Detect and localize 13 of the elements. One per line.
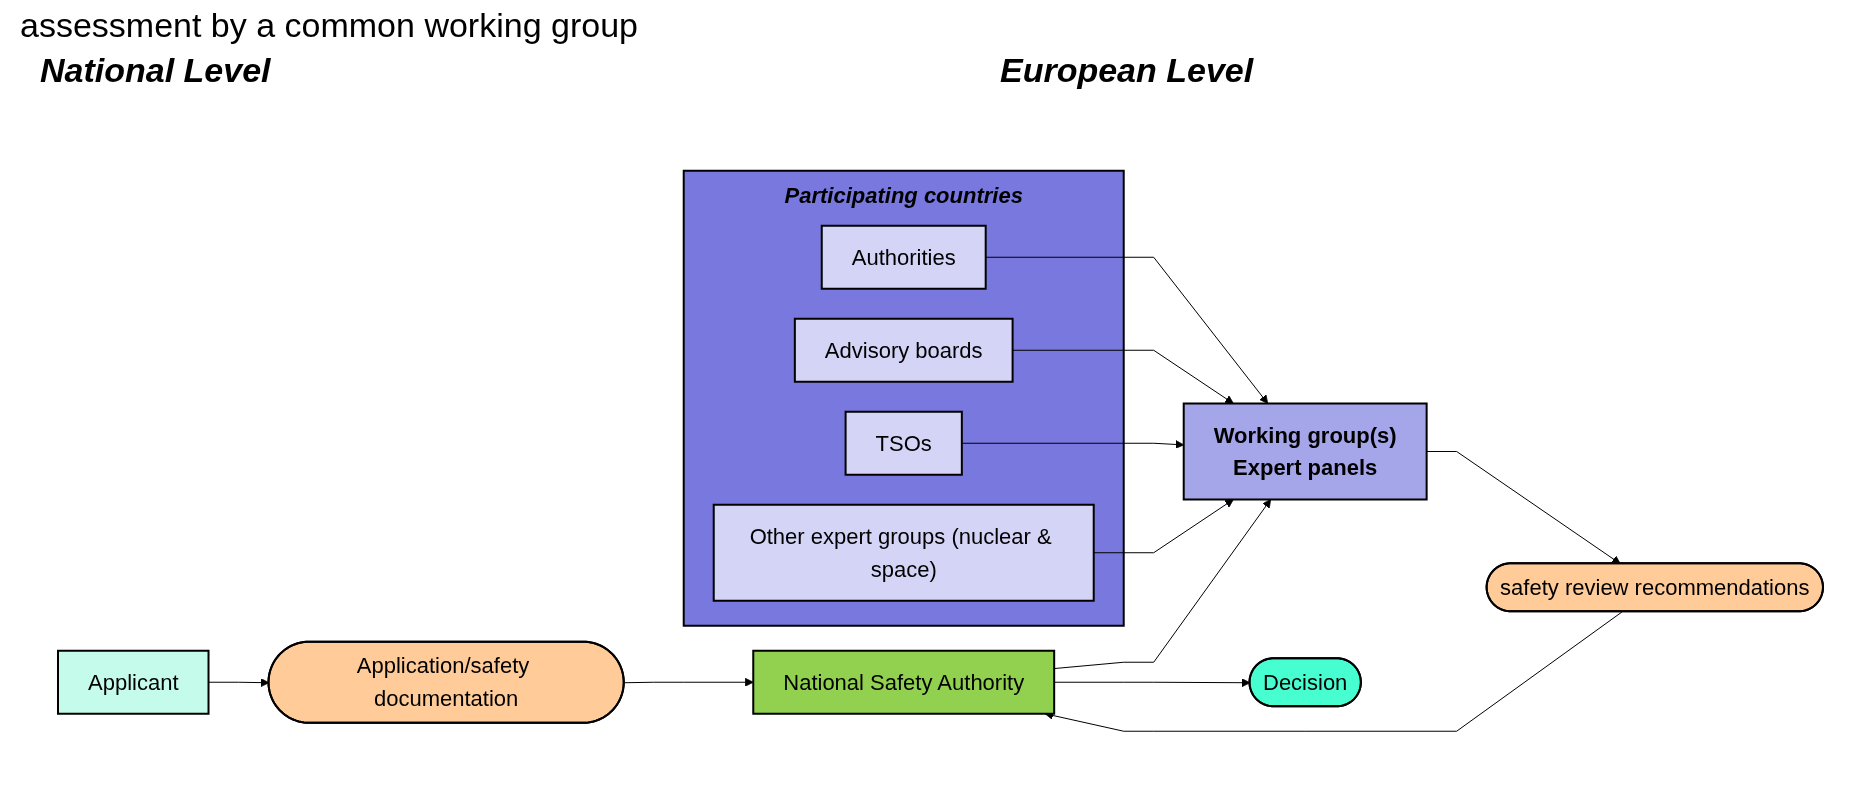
arrow — [1053, 678, 1250, 688]
heading: assessment by a common working group — [20, 6, 639, 45]
arrow — [1053, 499, 1271, 670]
section-heading: European Level — [1000, 51, 1254, 90]
node-box: TSOs — [844, 410, 963, 476]
node-box: National Safety Authority — [751, 649, 1055, 715]
node-box: Applicant — [56, 649, 210, 715]
node-box: Working group(s) Expert panels — [1182, 402, 1428, 501]
node-box: Authorities — [820, 224, 987, 290]
arrow — [1044, 611, 1623, 732]
node-box: Other expert groups (nuclear & space) — [712, 503, 1095, 602]
node-box: Advisory boards — [793, 317, 1014, 383]
section-heading: National Level — [40, 51, 271, 90]
